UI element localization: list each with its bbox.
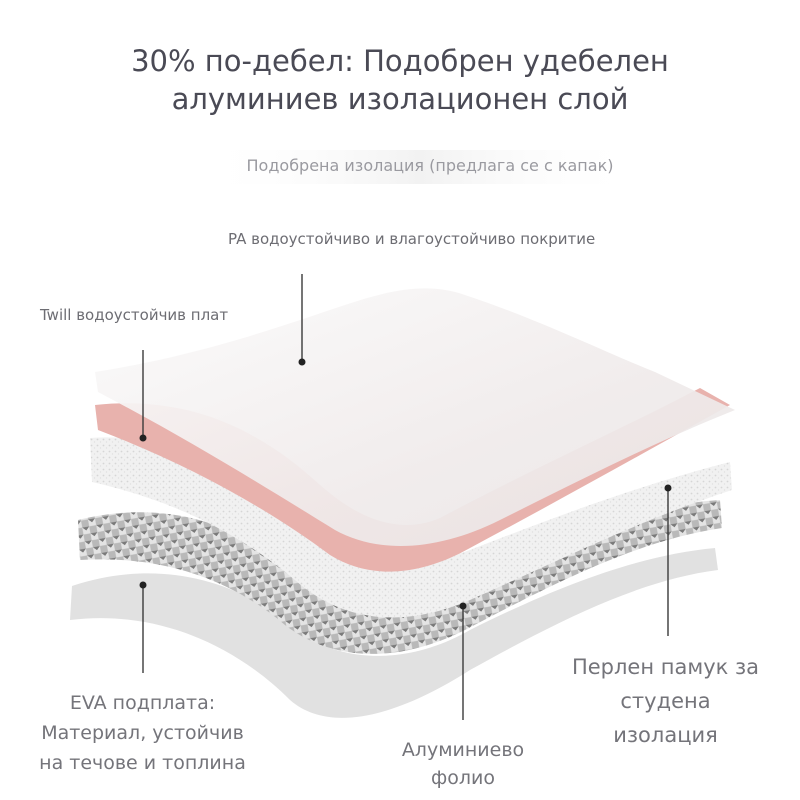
page-title: 30% по-дебел: Подобрен удебелен алуминие…	[131, 44, 669, 116]
label-pearl-cotton: Перлен памук за студена изолация	[571, 655, 760, 747]
label-twill: Twill водоустойчив плат	[40, 306, 229, 324]
eva-lining-layer	[70, 548, 718, 718]
label-eva-lining: EVA подплата: Материал, устойчив на течо…	[39, 692, 246, 774]
subtitle-backdrop	[200, 150, 640, 184]
label-aluminum-foil: Алуминиево фолио	[401, 739, 525, 789]
label-pa-coating: PA водоустойчиво и влагоустойчиво покрит…	[228, 230, 596, 248]
leader-lines	[139, 274, 672, 720]
pearl-cotton-layer	[90, 437, 732, 618]
pa-coating-layer	[95, 288, 735, 547]
subtitle: Подобрена изолация (предлага се с капак)	[246, 156, 614, 175]
